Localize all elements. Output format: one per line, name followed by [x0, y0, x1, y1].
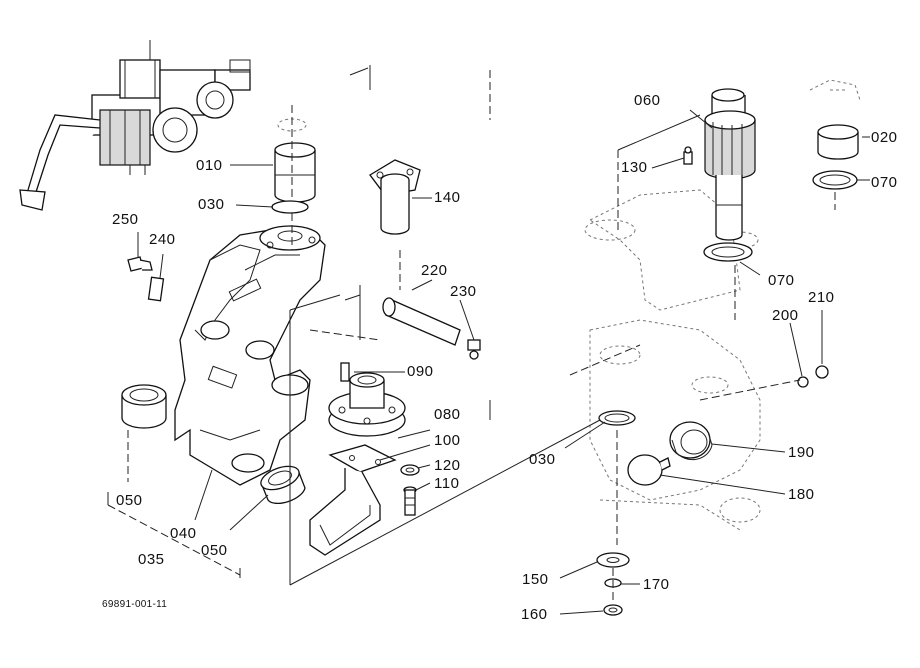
- label-080: 080: [434, 406, 461, 423]
- label-090: 090: [407, 363, 434, 380]
- label-150: 150: [522, 571, 549, 588]
- pin-140: [369, 159, 421, 235]
- label-100: 100: [434, 432, 461, 449]
- nut-120: [400, 464, 420, 476]
- cap-020: [817, 124, 859, 160]
- label-130: 130: [621, 159, 648, 176]
- ring-070-upper: [812, 170, 858, 190]
- drawing-number: 69891-001-11: [102, 599, 168, 610]
- tractor-thumbnail: [19, 40, 251, 211]
- ring-070-lower: [703, 242, 753, 262]
- swing-bracket-040: [174, 225, 326, 486]
- grease-nipple-230: [467, 339, 481, 360]
- label-240: 240: [149, 231, 176, 248]
- bolt-110: [403, 486, 417, 516]
- pin-010: [274, 105, 316, 250]
- lock-lever-100: [309, 444, 397, 556]
- label-050-right: 050: [201, 542, 228, 559]
- ghost-housing: [584, 79, 861, 531]
- label-060: 060: [634, 92, 661, 109]
- label-040: 040: [170, 525, 197, 542]
- nut-160: [603, 604, 623, 616]
- washer-150: [596, 552, 630, 568]
- label-050-left: 050: [116, 492, 143, 509]
- label-010: 010: [196, 157, 223, 174]
- nut-200: [797, 376, 809, 388]
- label-160: 160: [521, 606, 548, 623]
- label-020: 020: [871, 129, 898, 146]
- bushing-030-right: [598, 410, 636, 426]
- pin-090: [340, 362, 350, 382]
- label-035: 035: [138, 551, 165, 568]
- label-200: 200: [772, 307, 799, 324]
- label-070-upper: 070: [871, 174, 898, 191]
- label-120: 120: [434, 457, 461, 474]
- label-070-lower: 070: [768, 272, 795, 289]
- label-140: 140: [434, 189, 461, 206]
- plate-240: [147, 276, 165, 302]
- label-030-right: 030: [529, 451, 556, 468]
- label-230: 230: [450, 283, 477, 300]
- label-210: 210: [808, 289, 835, 306]
- centre-lines: [107, 65, 845, 600]
- leader-lines: [137, 109, 870, 615]
- label-170: 170: [643, 576, 670, 593]
- label-030-top: 030: [198, 196, 225, 213]
- label-190: 190: [788, 444, 815, 461]
- label-250: 250: [112, 211, 139, 228]
- label-220: 220: [421, 262, 448, 279]
- cap-190: [669, 421, 713, 461]
- grease-cup-180: [627, 454, 671, 486]
- washer-210: [815, 365, 829, 379]
- grease-nipple-130: [683, 146, 693, 165]
- flange-080: [328, 372, 406, 437]
- washer-030-top: [271, 200, 309, 214]
- gear-shaft-060: [704, 88, 756, 241]
- pin-220: [382, 297, 461, 346]
- bolt-250: [127, 256, 153, 272]
- label-180: 180: [788, 486, 815, 503]
- label-110: 110: [434, 475, 460, 492]
- bushing-050-left: [121, 384, 167, 429]
